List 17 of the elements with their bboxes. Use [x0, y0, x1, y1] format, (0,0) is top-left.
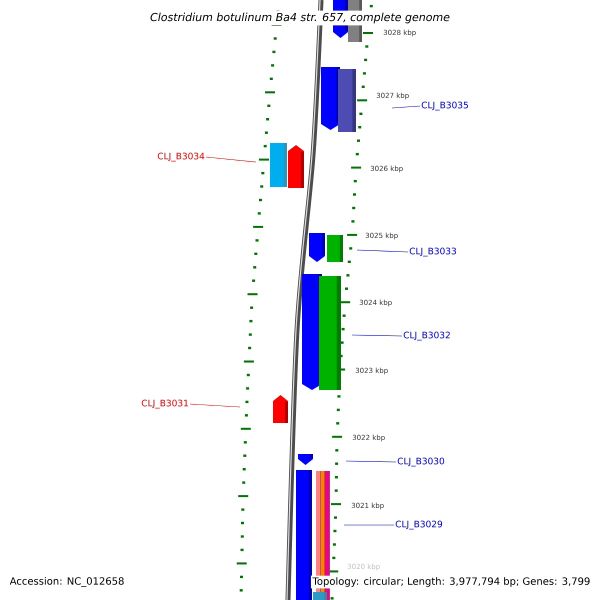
- accession-text: Accession: NC_012658: [8, 576, 126, 588]
- gene-label: CLJ_B3034: [158, 152, 204, 162]
- leader-line: [344, 524, 394, 526]
- leader-line: [190, 404, 240, 408]
- gene-label: CLJ_B3033: [410, 248, 456, 256]
- gene-label: CLJ_B3029: [396, 520, 442, 530]
- leader-line: [352, 334, 402, 336]
- leader-line: [356, 250, 408, 252]
- topology-text: Topology: circular; Length: 3,977,794 bp; Genes: 3,799: [310, 576, 592, 588]
- leader-line: [206, 156, 256, 162]
- leader-line: [346, 460, 396, 462]
- gene-label: CLJ_B3031: [142, 400, 188, 408]
- gene-label: CLJ_B3032: [404, 332, 450, 340]
- title: Clostridium botulinum Ba4 str. 657, complete genome: [148, 10, 452, 26]
- gene-label: CLJ_B3030: [398, 458, 444, 466]
- gene-label: CLJ_B3035: [422, 102, 468, 110]
- leader-line: [392, 106, 420, 108]
